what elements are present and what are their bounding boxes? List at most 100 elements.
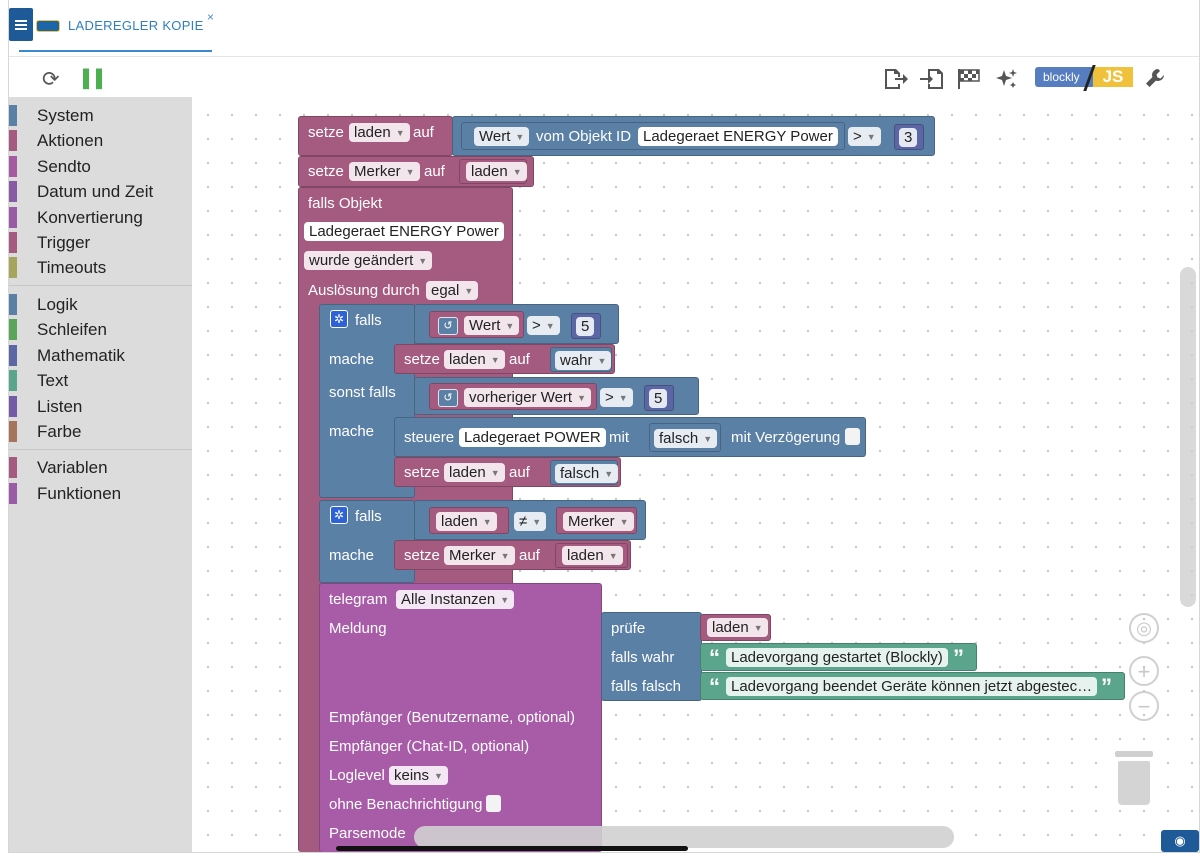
boolean-block[interactable]: falsch▼ <box>550 460 619 485</box>
delay-checkbox[interactable] <box>845 428 860 445</box>
category-logik[interactable]: Logik <box>9 292 192 316</box>
set-variable-block[interactable]: setze laden▼ auf wahr▼ <box>394 344 615 374</box>
variable-dropdown[interactable]: laden▼ <box>562 546 623 565</box>
compare-block[interactable]: ↺ Wert▼ >▼ 5 <box>414 304 619 344</box>
operator-dropdown[interactable]: >▼ <box>527 316 560 335</box>
if-elseif-block[interactable]: ✲ falls mache sonst falls mache <box>319 304 415 498</box>
variable-get-block[interactable]: Merker▼ <box>556 507 637 534</box>
recenter-icon[interactable]: ◎ <box>1129 613 1159 643</box>
checkered-flag-icon[interactable] <box>956 67 982 91</box>
category-konvertierung[interactable]: Konvertierung <box>9 205 192 229</box>
number-block[interactable]: 5 <box>644 385 674 411</box>
import-icon[interactable] <box>919 67 945 91</box>
variable-get-block[interactable]: laden▼ <box>459 159 527 184</box>
operator-dropdown[interactable]: ≠▼ <box>514 512 547 531</box>
category-mathematik[interactable]: Mathematik <box>9 343 192 367</box>
boolean-dropdown[interactable]: falsch▼ <box>654 429 718 448</box>
pause-icon[interactable]: ▌▌ <box>83 69 110 88</box>
number-block[interactable]: 3 <box>894 124 924 150</box>
get-object-value-block[interactable]: Wert▼ vom Objekt ID Ladegeraet ENERGY Po… <box>461 122 845 150</box>
variable-dropdown[interactable]: laden▼ <box>466 162 527 181</box>
number-field[interactable]: 5 <box>649 389 668 408</box>
category-timeouts[interactable]: Timeouts <box>9 255 192 279</box>
variable-get-block[interactable]: laden▼ <box>555 543 628 568</box>
ternary-block[interactable]: prüfe falls wahr falls falsch <box>601 612 702 701</box>
menu-toggle-button[interactable] <box>9 8 33 41</box>
telegram-send-block[interactable]: telegram Alle Instanzen▼ Meldung Empfäng… <box>319 583 602 852</box>
close-tab-icon[interactable]: × <box>207 10 215 24</box>
category-datum-und-zeit[interactable]: Datum und Zeit <box>9 179 192 203</box>
variable-dropdown[interactable]: Merker▼ <box>349 162 420 181</box>
variable-dropdown[interactable]: laden▼ <box>349 123 410 142</box>
trigger-info-block[interactable]: ↺ vorheriger Wert▼ <box>429 383 597 410</box>
tab-laderegler-kopie[interactable]: LADEREGLER KOPIE × <box>19 8 215 52</box>
set-variable-block[interactable]: setze Merker▼ auf laden▼ <box>298 156 534 187</box>
text-block[interactable]: “ Ladevorgang beendet Geräte können jetz… <box>700 672 1125 700</box>
category-system[interactable]: System <box>9 103 192 127</box>
instance-dropdown[interactable]: Alle Instanzen▼ <box>396 590 515 609</box>
variable-get-block[interactable]: laden▼ <box>700 614 771 641</box>
category-variablen[interactable]: Variablen <box>9 455 192 479</box>
variable-dropdown[interactable]: laden▼ <box>444 463 505 482</box>
compare-block[interactable]: laden▼ ≠▼ Merker▼ <box>414 500 646 540</box>
text-field[interactable]: Ladevorgang beendet Geräte können jetzt … <box>726 677 1098 696</box>
number-block[interactable]: 5 <box>571 313 601 339</box>
object-id-field[interactable]: Ladegeraet ENERGY Power <box>638 127 838 146</box>
boolean-block[interactable]: falsch▼ <box>649 423 721 452</box>
trigger-source-dropdown[interactable]: egal▼ <box>426 281 479 300</box>
category-trigger[interactable]: Trigger <box>9 230 192 254</box>
zoom-out-icon[interactable]: − <box>1129 691 1159 721</box>
variable-dropdown[interactable]: Merker▼ <box>444 546 515 565</box>
loglevel-dropdown[interactable]: keins▼ <box>389 766 448 785</box>
number-field[interactable]: 3 <box>899 128 918 147</box>
category-funktionen[interactable]: Funktionen <box>9 481 192 505</box>
variable-dropdown[interactable]: Merker▼ <box>563 512 634 531</box>
boolean-dropdown[interactable]: falsch▼ <box>555 464 619 483</box>
blockly-js-toggle[interactable]: blockly JS <box>1035 65 1133 91</box>
compare-block[interactable]: Wert▼ vom Objekt ID Ladegeraet ENERGY Po… <box>452 116 935 156</box>
text-field[interactable]: Ladevorgang gestartet (Blockly) <box>726 648 948 667</box>
set-variable-block[interactable]: setze Merker▼ auf laden▼ <box>394 540 631 570</box>
block-text: auf <box>519 547 540 564</box>
object-id-field[interactable]: Ladegeraet POWER <box>459 428 606 447</box>
trigger-info-dropdown[interactable]: Wert▼ <box>464 316 520 335</box>
category-listen[interactable]: Listen <box>9 394 192 418</box>
category-sendto[interactable]: Sendto <box>9 154 192 178</box>
variable-dropdown[interactable]: laden▼ <box>436 512 497 531</box>
trigger-info-dropdown[interactable]: vorheriger Wert▼ <box>464 388 592 407</box>
export-icon[interactable] <box>883 67 909 91</box>
sparkle-icon[interactable] <box>994 67 1020 91</box>
horizontal-scrollbar[interactable] <box>414 826 954 848</box>
number-field[interactable]: 5 <box>576 317 595 336</box>
zoom-in-icon[interactable]: + <box>1129 656 1159 686</box>
category-schleifen[interactable]: Schleifen <box>9 317 192 341</box>
blockly-workspace[interactable]: setze laden▼ auf Wert▼ vom Objekt ID Lad… <box>192 97 1199 852</box>
object-id-field[interactable]: Ladegeraet ENERGY Power <box>304 222 504 241</box>
set-variable-block[interactable]: setze laden▼ auf <box>298 116 453 156</box>
category-farbe[interactable]: Farbe <box>9 419 192 443</box>
text-block[interactable]: “ Ladevorgang gestartet (Blockly) ” <box>700 643 977 671</box>
eye-icon[interactable]: ◉ <box>1161 830 1199 852</box>
compare-block[interactable]: ↺ vorheriger Wert▼ >▼ 5 <box>414 377 699 415</box>
category-text[interactable]: Text <box>9 368 192 392</box>
refresh-icon[interactable]: ⟳ <box>42 67 60 91</box>
variable-get-block[interactable]: laden▼ <box>429 507 509 534</box>
silent-checkbox[interactable] <box>486 795 501 812</box>
attribute-dropdown[interactable]: Wert▼ <box>474 127 530 146</box>
vertical-scrollbar[interactable] <box>1180 267 1196 607</box>
category-aktionen[interactable]: Aktionen <box>9 128 192 152</box>
change-type-dropdown[interactable]: wurde geändert▼ <box>304 251 433 270</box>
operator-dropdown[interactable]: >▼ <box>600 388 633 407</box>
operator-dropdown[interactable]: >▼ <box>848 127 881 146</box>
variable-dropdown[interactable]: laden▼ <box>444 350 505 369</box>
variable-dropdown[interactable]: laden▼ <box>707 618 768 637</box>
gear-icon[interactable]: ✲ <box>330 310 348 328</box>
gear-icon[interactable]: ✲ <box>330 506 348 524</box>
trash-icon[interactable] <box>1115 751 1153 805</box>
set-variable-block[interactable]: setze laden▼ auf falsch▼ <box>394 457 621 487</box>
boolean-dropdown[interactable]: wahr▼ <box>555 351 612 370</box>
trigger-info-block[interactable]: ↺ Wert▼ <box>429 311 524 338</box>
boolean-block[interactable]: wahr▼ <box>550 347 612 372</box>
wrench-icon[interactable] <box>1144 67 1168 91</box>
control-object-block[interactable]: steuere Ladegeraet POWER mit falsch▼ mit… <box>394 417 866 457</box>
